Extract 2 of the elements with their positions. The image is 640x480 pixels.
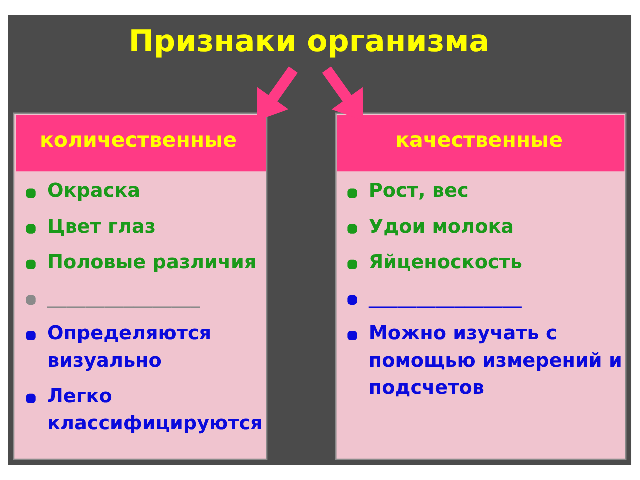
node-text: Признаки организма [128, 24, 490, 60]
arrow [257, 66, 298, 121]
